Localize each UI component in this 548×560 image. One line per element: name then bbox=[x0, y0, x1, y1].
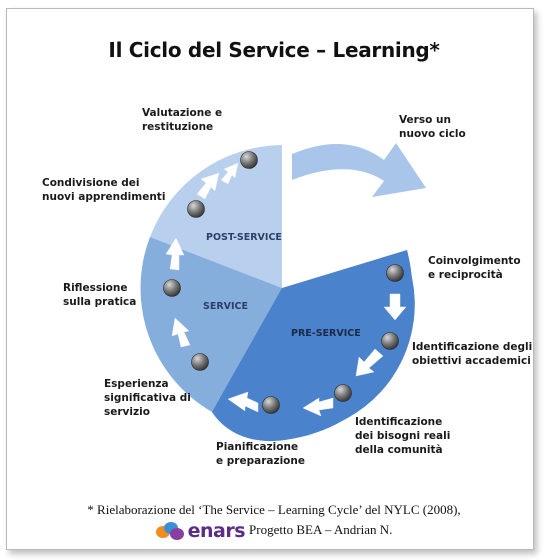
footnote-asterisk: * bbox=[87, 502, 94, 517]
enars-logo-icon bbox=[155, 522, 186, 540]
flow-arrow bbox=[165, 237, 185, 271]
node-condivisione bbox=[187, 200, 205, 218]
step-label-identificazione-obiettivi: Identificazione degli obiettivi accademi… bbox=[412, 341, 533, 367]
flow-arrow bbox=[383, 293, 407, 321]
phase-label-service: SERVICE bbox=[203, 301, 248, 312]
node-bisogni bbox=[334, 384, 352, 402]
flow-arrow bbox=[355, 348, 384, 377]
next-cycle-arrow bbox=[292, 143, 426, 197]
step-label-verso-nuovo-ciclo: Verso un nuovo ciclo bbox=[399, 114, 466, 140]
phase-label-pre-service: PRE-SERVICE bbox=[291, 328, 361, 339]
flow-arrow bbox=[220, 162, 239, 185]
credit-text: Progetto BEA – Andrian N. bbox=[249, 521, 393, 537]
node-riflessione bbox=[163, 279, 181, 297]
node-coinvolgimento bbox=[386, 264, 404, 282]
step-label-coinvolgimento: Coinvolgimento e reciprocità bbox=[428, 255, 521, 281]
footnote: * Rielaborazione del ‘The Service – Lear… bbox=[0, 502, 548, 518]
flow-arrow bbox=[171, 317, 191, 348]
pre-service-band bbox=[212, 250, 413, 442]
flow-arrows bbox=[165, 162, 407, 417]
enars-logo-text: enars bbox=[187, 520, 246, 542]
step-label-valutazione: Valutazione e restituzione bbox=[142, 107, 223, 133]
flow-arrow bbox=[302, 397, 334, 417]
step-label-riflessione: Riflessione sulla pratica bbox=[63, 282, 137, 308]
node-obiettivi bbox=[381, 332, 399, 350]
diagram-title: Il Ciclo del Service – Learning* bbox=[108, 38, 440, 62]
step-label-condivisione: Condivisione dei nuovi apprendimenti bbox=[42, 177, 166, 203]
flow-arrow bbox=[196, 172, 220, 200]
cycle-nodes bbox=[163, 151, 404, 414]
post-service-sector bbox=[150, 145, 282, 288]
step-label-identificazione-bisogni: Identificazione dei bisogni reali della … bbox=[355, 416, 451, 456]
footnote-text: Rielaborazione del ‘The Service – Learni… bbox=[97, 502, 461, 517]
node-valutazione bbox=[240, 151, 258, 169]
step-label-esperienza: Esperienza significativa di servizio bbox=[104, 378, 191, 418]
phase-label-post-service: POST-SERVICE bbox=[206, 232, 282, 243]
node-esperienza bbox=[191, 353, 209, 371]
flow-arrow bbox=[227, 391, 259, 413]
step-label-pianificazione: Pianificazione e preparazione bbox=[216, 441, 305, 467]
node-pianificazione bbox=[262, 396, 280, 414]
